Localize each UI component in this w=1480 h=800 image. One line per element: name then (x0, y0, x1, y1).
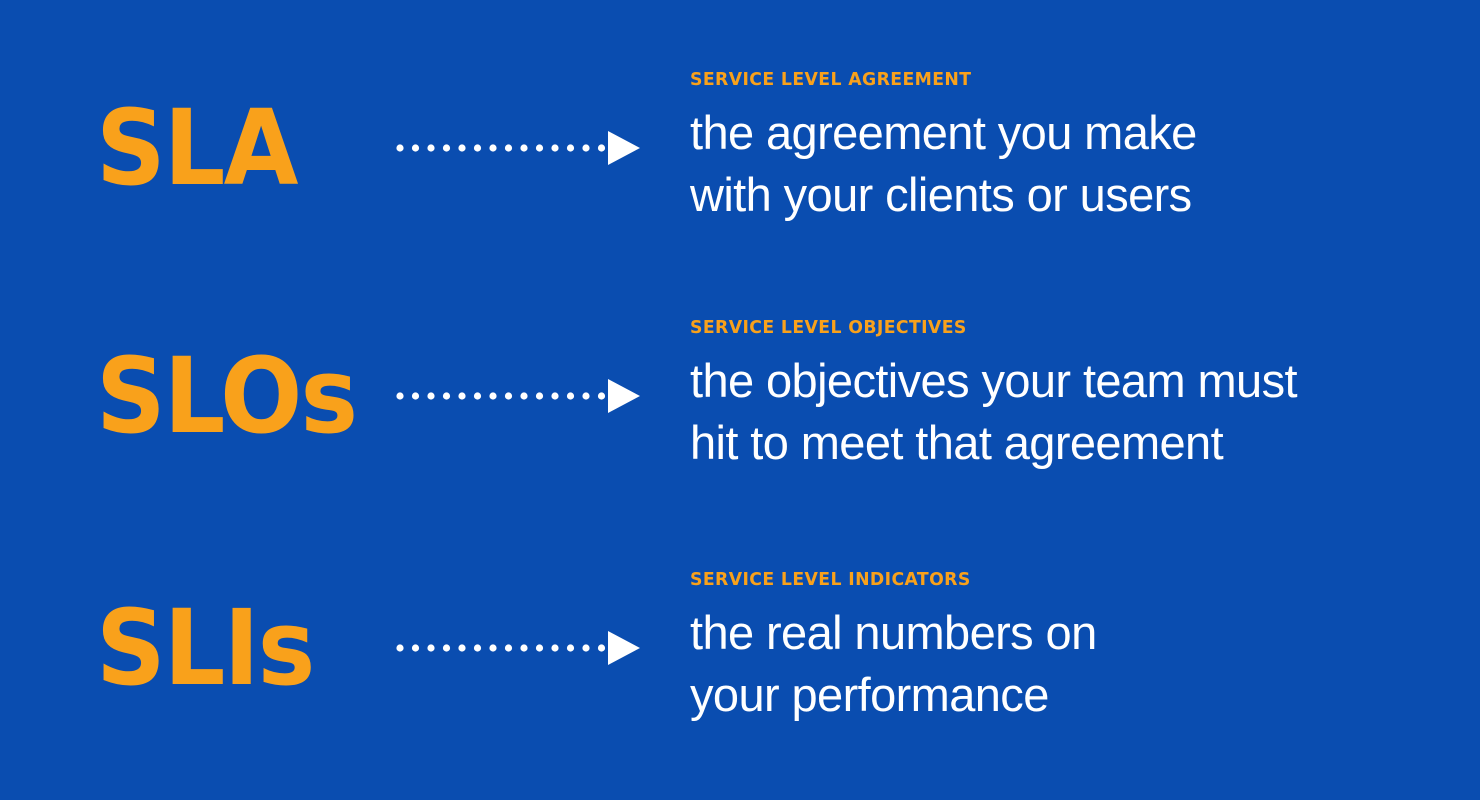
definition-line: with your clients or users (690, 168, 1192, 222)
acronym-label-sla: SLA (96, 87, 298, 209)
definition-row: SLOs (0, 272, 1480, 520)
acronym-label-slis: SLIs (96, 587, 315, 709)
definition-caption: SERVICE LEVEL OBJECTIVES (690, 316, 967, 338)
acronym-label-slos: SLOs (96, 335, 358, 457)
definition-text-block: SERVICE LEVEL OBJECTIVES the objectives … (690, 272, 1450, 520)
dotted-arrow-icon (396, 524, 646, 772)
definition-line: your performance (690, 668, 1049, 722)
definition-line: hit to meet that agreement (690, 416, 1224, 470)
definition-line: the agreement you make (690, 106, 1197, 160)
definition-caption: SERVICE LEVEL AGREEMENT (690, 68, 972, 90)
dotted-arrow-icon (396, 272, 646, 520)
definition-row: SLA (0, 24, 1480, 272)
definition-line: the real numbers on (690, 606, 1097, 660)
definition-caption: SERVICE LEVEL INDICATORS (690, 568, 971, 590)
dotted-arrow-icon (396, 24, 646, 272)
definition-text-block: SERVICE LEVEL INDICATORS the real number… (690, 524, 1450, 772)
definition-text-block: SERVICE LEVEL AGREEMENT the agreement yo… (690, 24, 1450, 272)
definition-line: the objectives your team must (690, 354, 1298, 408)
definition-row: SLIs (0, 524, 1480, 772)
